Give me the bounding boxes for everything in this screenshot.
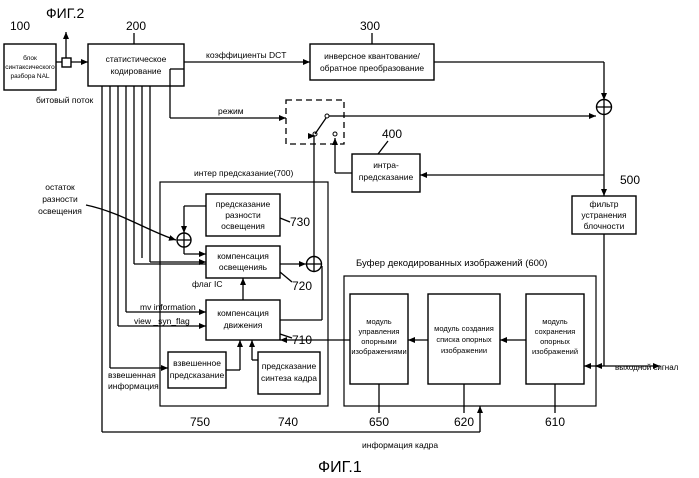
label-100: 100 <box>10 19 30 33</box>
inverse-quant-line-2: обратное преобразование <box>320 63 424 73</box>
deblock-line-2: устранения <box>581 210 627 220</box>
view-synth-line-1: предсказание <box>262 361 317 371</box>
label-720: 720 <box>292 279 312 293</box>
label-610: 610 <box>545 415 565 429</box>
label-620: 620 <box>454 415 474 429</box>
entropy-line-1: статистическое <box>106 54 167 64</box>
view-synth-line-2: синтеза кадра <box>261 373 317 383</box>
label-400: 400 <box>382 127 402 141</box>
intra-line-1: интра- <box>373 160 399 170</box>
label-740: 740 <box>278 415 298 429</box>
label-650: 650 <box>369 415 389 429</box>
label-300: 300 <box>360 19 380 33</box>
motion-comp-line-2: движения <box>224 320 263 330</box>
ref-storage-line-3: опорных <box>540 337 570 346</box>
mode-switch <box>286 100 344 144</box>
nal-parser-line-2: синтаксического <box>5 64 55 71</box>
illum-diff-line-3: освещения <box>221 221 265 231</box>
ref-storage-line-2: сохранения <box>535 327 576 336</box>
nal-parser-line-1: блок <box>23 54 37 62</box>
weighted-line-2: предсказание <box>170 370 225 380</box>
deblock-line-1: фильтр <box>589 199 618 209</box>
label-500: 500 <box>620 173 640 187</box>
motion-comp-line-1: компенсация <box>217 308 269 318</box>
ref-manager-line-2: управления <box>359 327 400 336</box>
ref-list-line-2: списка опорных <box>436 335 492 344</box>
illum-diff-line-1: предсказание <box>216 199 271 209</box>
ic-flag-label: флаг IC <box>192 279 222 289</box>
label-200: 200 <box>126 19 146 33</box>
illum-residual-line-1: остаток <box>45 182 75 192</box>
ref-storage-line-1: модуль <box>542 317 568 326</box>
fig2-ref: ФИГ.2 <box>46 5 84 21</box>
mode-label: режим <box>218 106 244 116</box>
weighted-line-1: взвешенное <box>173 358 221 368</box>
ref-storage-line-4: изображений <box>532 347 578 356</box>
ref-list-line-3: изображении <box>441 346 487 355</box>
illum-residual-line-2: разности <box>42 194 78 204</box>
inverse-quant-line-1: инверсное квантование/ <box>324 51 420 61</box>
inverse-quant-block <box>310 44 434 80</box>
figure-caption: ФИГ.1 <box>318 459 362 476</box>
bitstream-label: битовый поток <box>36 95 94 105</box>
output-signal-label: выходной сигнал <box>615 363 679 372</box>
weighted-info-line-2: информация <box>108 381 159 391</box>
view-syn-flag-label: view _syn_flag <box>134 316 190 326</box>
dct-coeffs-label: коэффициенты DCT <box>206 50 286 60</box>
deblock-line-3: блочности <box>584 221 625 231</box>
illum-diff-line-2: разности <box>225 210 261 220</box>
ref-manager-line-4: изображениями <box>351 347 406 356</box>
bitstream-tap <box>62 58 71 67</box>
mv-info-label: mv information <box>140 302 196 312</box>
frame-info-label: информация кадра <box>362 440 438 450</box>
label-750: 750 <box>190 415 210 429</box>
ref-manager-line-1: модуль <box>366 317 392 326</box>
nal-parser-line-3: разбора NAL <box>10 72 49 80</box>
illum-comp-line-1: компенсация <box>217 251 269 261</box>
dpb-label: Буфер декодированных изображений (600) <box>356 258 547 269</box>
intra-line-2: предсказание <box>359 172 414 182</box>
illum-residual-line-3: освещения <box>38 206 82 216</box>
entropy-line-2: кодирование <box>111 66 162 76</box>
ref-manager-line-3: опорными <box>361 337 396 346</box>
weighted-info-line-1: взвешенная <box>108 370 156 380</box>
inter-prediction-label: интер предсказание(700) <box>194 168 293 178</box>
label-730: 730 <box>290 215 310 229</box>
ref-list-line-1: модуль создания <box>434 324 494 333</box>
illum-comp-line-2: освещенияь <box>219 262 268 272</box>
